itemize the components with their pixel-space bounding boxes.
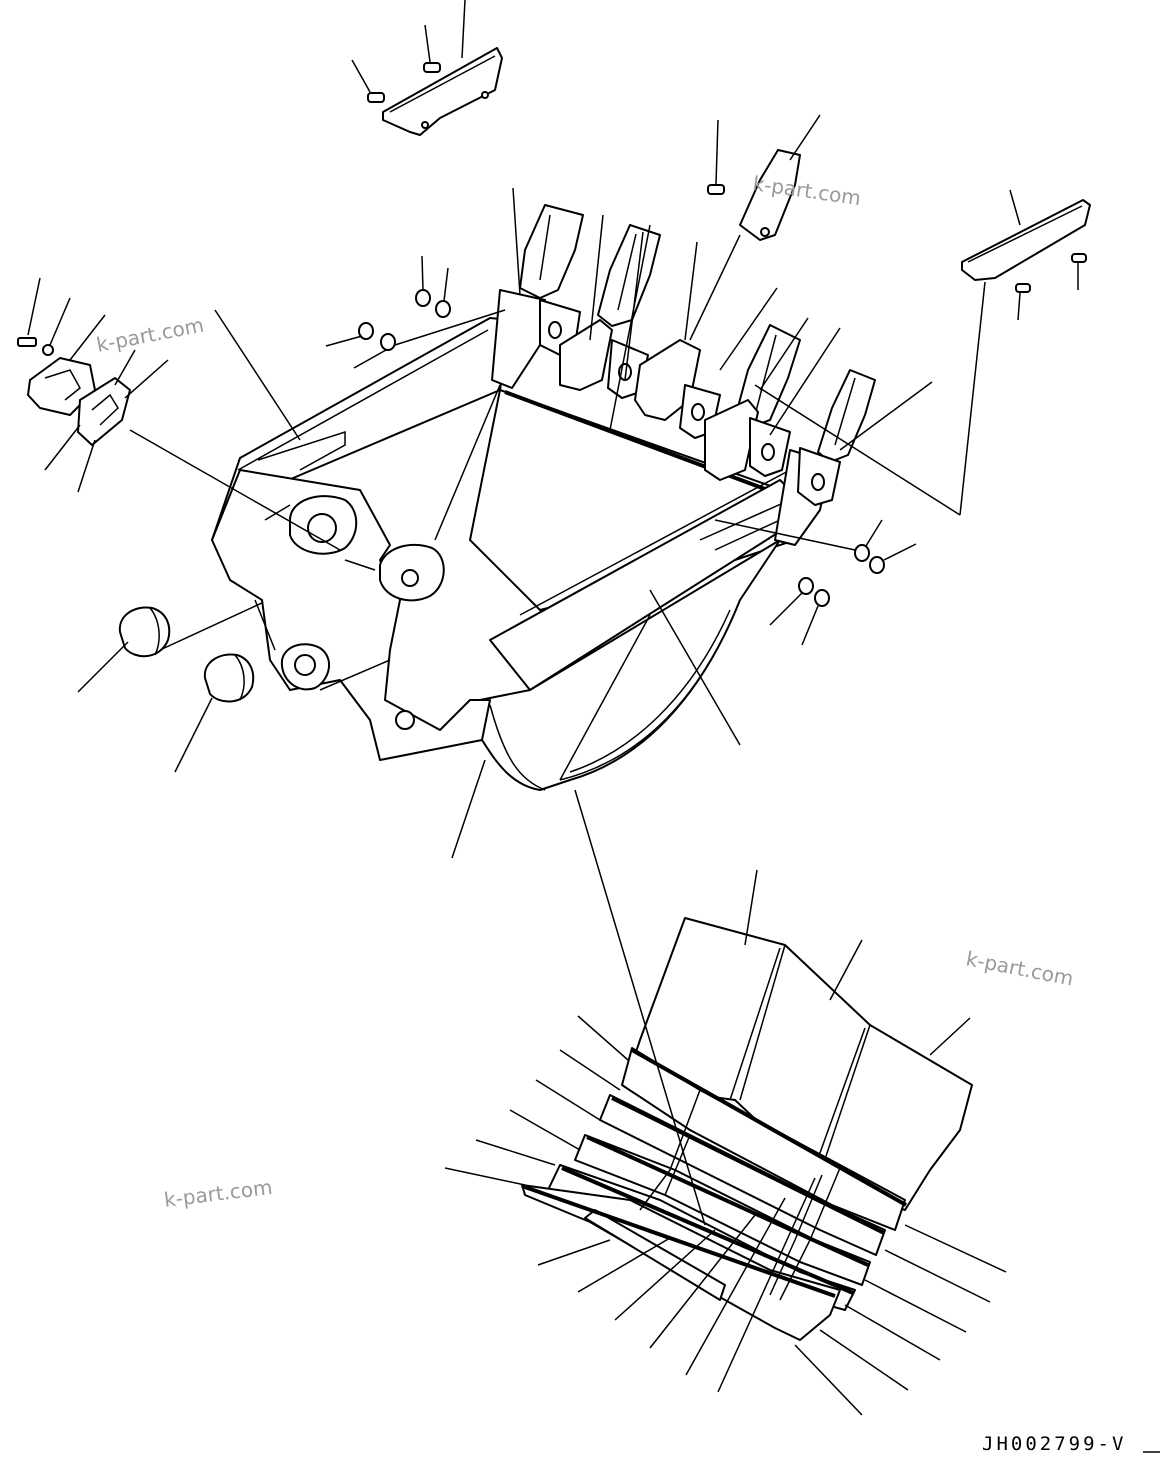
bucket-body — [129, 309, 811, 859]
drawing-code: JH002799-V — [982, 1433, 1126, 1455]
wear-plates — [444, 614, 1007, 1416]
side-cutter-right — [961, 189, 1091, 321]
loose-tooth — [689, 114, 821, 341]
watermark-bottom-left: k-part.com — [163, 1175, 274, 1212]
pin-bolt-top — [351, 24, 441, 103]
washers — [325, 255, 917, 646]
bushing-caps — [77, 559, 356, 773]
bolt-and-washer — [17, 277, 71, 356]
side-cutter-left — [382, 0, 503, 136]
hub-plate — [27, 314, 169, 493]
watermark-top-left: k-part.com — [94, 313, 205, 357]
teeth-row — [491, 187, 986, 546]
watermark-right: k-part.com — [964, 946, 1075, 990]
